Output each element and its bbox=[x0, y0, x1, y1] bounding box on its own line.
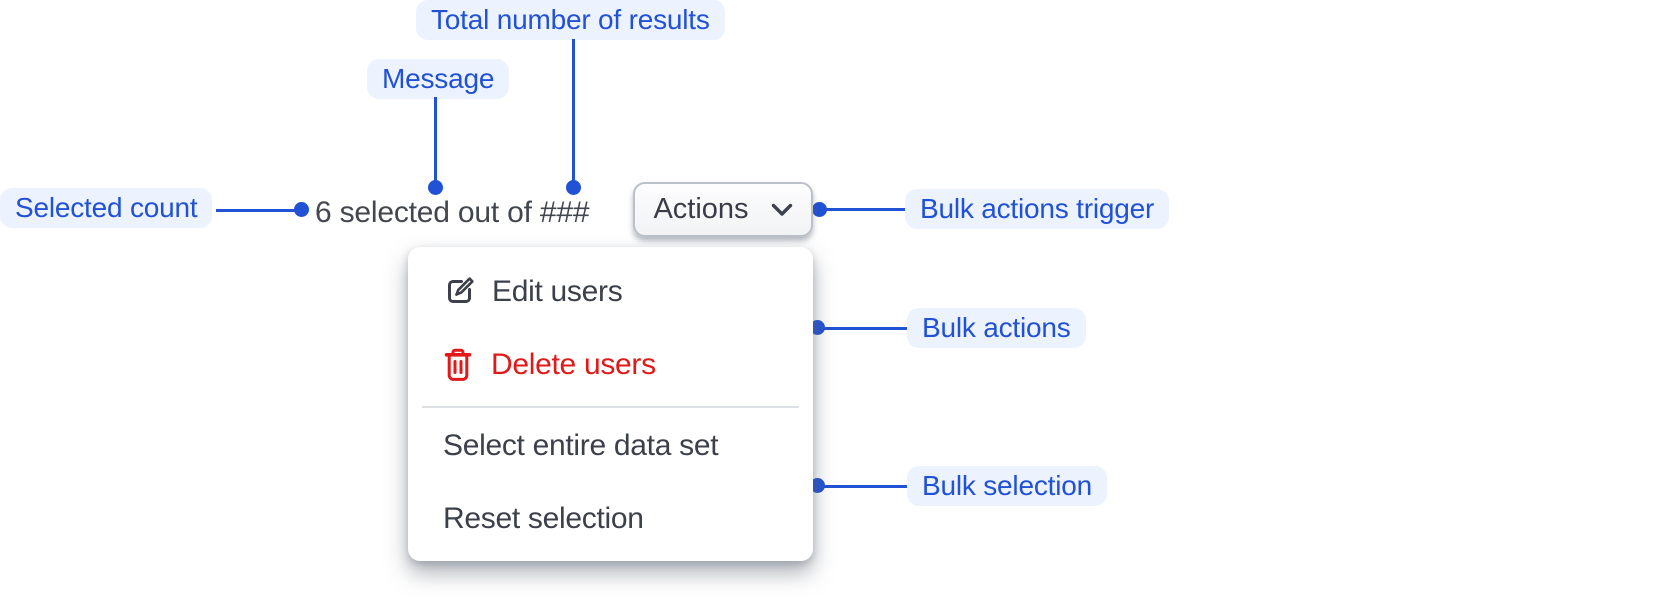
connector-dot-bulk-actions-trigger bbox=[812, 202, 827, 217]
menu-item-edit-users[interactable]: Edit users bbox=[408, 255, 813, 328]
menu-item-label: Select entire data set bbox=[443, 428, 719, 462]
edit-pencil-icon bbox=[443, 275, 476, 308]
trash-icon bbox=[443, 348, 473, 382]
annotation-bulk-actions: Bulk actions bbox=[907, 308, 1086, 348]
connector-dot-total-results bbox=[566, 180, 581, 195]
annotation-selected-count: Selected count bbox=[0, 188, 213, 228]
bulk-actions-trigger-label: Actions bbox=[653, 193, 749, 225]
annotation-message: Message bbox=[367, 59, 510, 99]
menu-item-label: Delete users bbox=[491, 347, 656, 381]
annotation-bulk-actions-trigger: Bulk actions trigger bbox=[905, 189, 1170, 229]
annotation-total-results: Total number of results bbox=[416, 0, 725, 40]
menu-item-label: Reset selection bbox=[443, 501, 644, 535]
chevron-down-icon bbox=[771, 203, 793, 217]
connector-dot-selected-count bbox=[294, 202, 309, 217]
connector-line-message bbox=[434, 97, 437, 181]
menu-divider bbox=[422, 406, 799, 408]
bulk-actions-trigger-button[interactable]: Actions bbox=[633, 182, 813, 237]
connector-line-total-results bbox=[572, 39, 575, 181]
connector-line-bulk-selection bbox=[818, 485, 907, 488]
connector-line-selected-count bbox=[216, 209, 296, 212]
connector-dot-bulk-actions bbox=[810, 320, 825, 335]
bulk-actions-menu: Edit users Delete users Select entire da… bbox=[408, 247, 813, 561]
menu-item-label: Edit users bbox=[492, 274, 623, 308]
menu-item-delete-users[interactable]: Delete users bbox=[408, 328, 813, 401]
connector-line-bulk-actions-trigger bbox=[819, 208, 905, 211]
annotation-bulk-selection: Bulk selection bbox=[907, 466, 1107, 506]
selection-message: 6 selected out of ### bbox=[315, 196, 590, 229]
connector-dot-bulk-selection bbox=[810, 478, 825, 493]
menu-item-select-entire-data-set[interactable]: Select entire data set bbox=[408, 409, 813, 482]
connector-dot-message bbox=[428, 180, 443, 195]
menu-item-reset-selection[interactable]: Reset selection bbox=[408, 482, 813, 555]
connector-line-bulk-actions bbox=[818, 327, 907, 330]
